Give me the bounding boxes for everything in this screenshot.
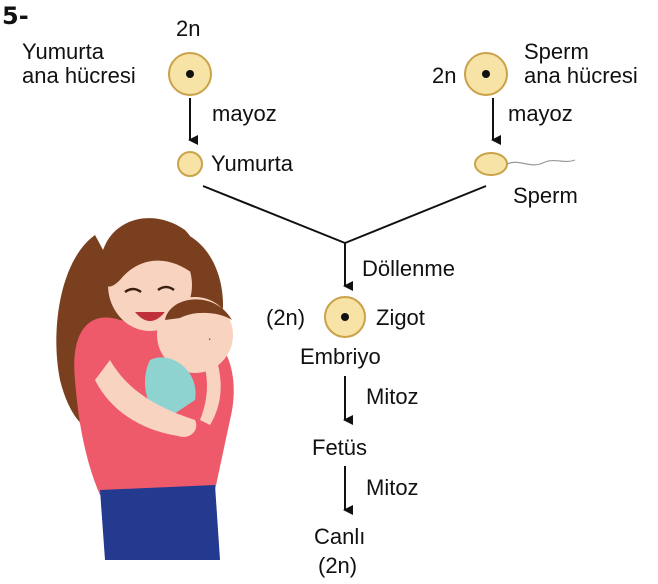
sperm-mother-nucleus bbox=[482, 70, 490, 78]
egg-label: Yumurta bbox=[211, 152, 293, 176]
fertilization-label: Döllenme bbox=[362, 257, 455, 281]
fetus-label: Fetüs bbox=[312, 436, 367, 460]
mitosis-label-2: Mitoz bbox=[366, 476, 419, 500]
sperm-label: Sperm bbox=[513, 184, 578, 208]
sperm-mother-label-line2: ana hücresi bbox=[524, 64, 638, 88]
egg-mother-label-line2: ana hücresi bbox=[22, 64, 136, 88]
zygote-ploidy: (2n) bbox=[266, 306, 305, 330]
organism-label: Canlı bbox=[314, 525, 365, 549]
mother-baby-illustration bbox=[56, 218, 233, 560]
sperm-mother-label-line1: Sperm bbox=[524, 40, 589, 64]
egg-mother-label-line1: Yumurta bbox=[22, 40, 104, 64]
mitosis-label-1: Mitoz bbox=[366, 385, 419, 409]
sperm-mother-ploidy: 2n bbox=[432, 64, 456, 88]
zygote-label: Zigot bbox=[376, 306, 425, 330]
zygote-nucleus bbox=[341, 313, 349, 321]
organism-ploidy: (2n) bbox=[318, 554, 357, 578]
sperm-cell bbox=[475, 153, 507, 175]
egg-to-fertilization-line bbox=[203, 186, 345, 243]
sperm-to-fertilization-line bbox=[345, 186, 486, 243]
sperm-tail bbox=[507, 160, 575, 165]
embryo-label: Embriyo bbox=[300, 345, 381, 369]
egg-cell bbox=[178, 152, 202, 176]
left-meiosis-label: mayoz bbox=[212, 102, 277, 126]
right-meiosis-label: mayoz bbox=[508, 102, 573, 126]
egg-mother-nucleus bbox=[186, 70, 194, 78]
egg-mother-ploidy: 2n bbox=[176, 17, 200, 41]
